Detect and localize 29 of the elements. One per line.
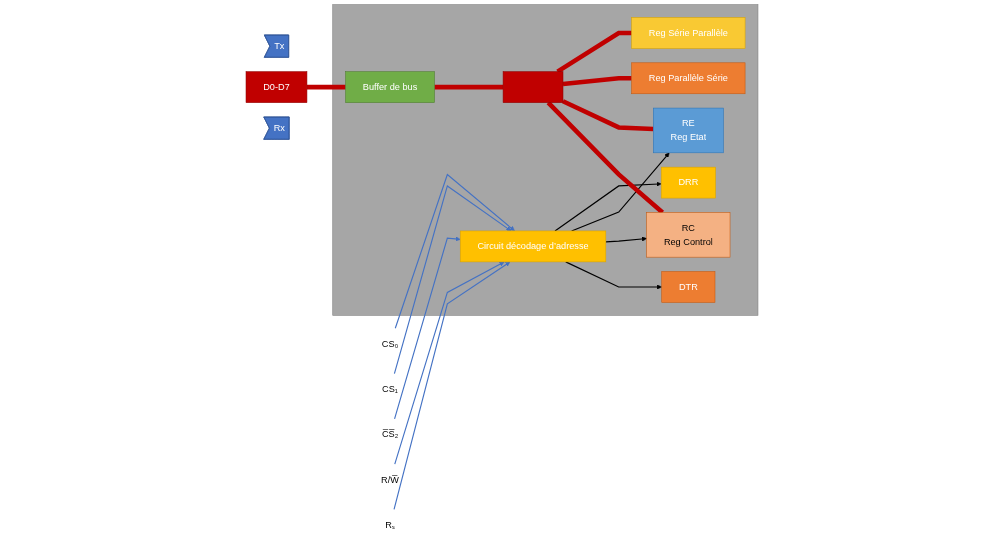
node-box: Circuit décodage d’adresse bbox=[459, 230, 607, 263]
arrow bbox=[394, 236, 461, 420]
arrow bbox=[394, 173, 515, 329]
connector bbox=[562, 99, 654, 132]
arrow bbox=[393, 185, 512, 375]
node-text: CS₁ bbox=[382, 383, 398, 394]
node-box: D0-D7 bbox=[245, 71, 308, 103]
node-box: Reg Série Parallèle bbox=[631, 17, 746, 49]
arrow bbox=[565, 261, 662, 290]
node-text: Rₛ bbox=[385, 519, 395, 530]
connector bbox=[562, 75, 632, 87]
node-text: C̅S̅₂ bbox=[381, 429, 399, 439]
node-text: CS₀ bbox=[381, 338, 399, 349]
node-box: Reg Parallèle Série bbox=[631, 62, 746, 95]
node-box: DRR bbox=[660, 166, 716, 199]
arrow bbox=[394, 261, 505, 465]
node-text: R/W̅ bbox=[381, 474, 399, 485]
cluster bbox=[332, 4, 759, 316]
arrow bbox=[393, 261, 511, 511]
node-box: Buffer de bus bbox=[345, 71, 435, 103]
arrow bbox=[554, 181, 662, 232]
connector bbox=[434, 84, 504, 90]
node-box: DTR bbox=[661, 271, 716, 303]
node-bar bbox=[502, 71, 564, 103]
node-box: RC Reg Control bbox=[646, 212, 731, 258]
node-box: RE Reg Etat bbox=[653, 107, 724, 154]
connector bbox=[556, 30, 632, 74]
arrow bbox=[605, 236, 647, 243]
connector bbox=[306, 84, 346, 90]
